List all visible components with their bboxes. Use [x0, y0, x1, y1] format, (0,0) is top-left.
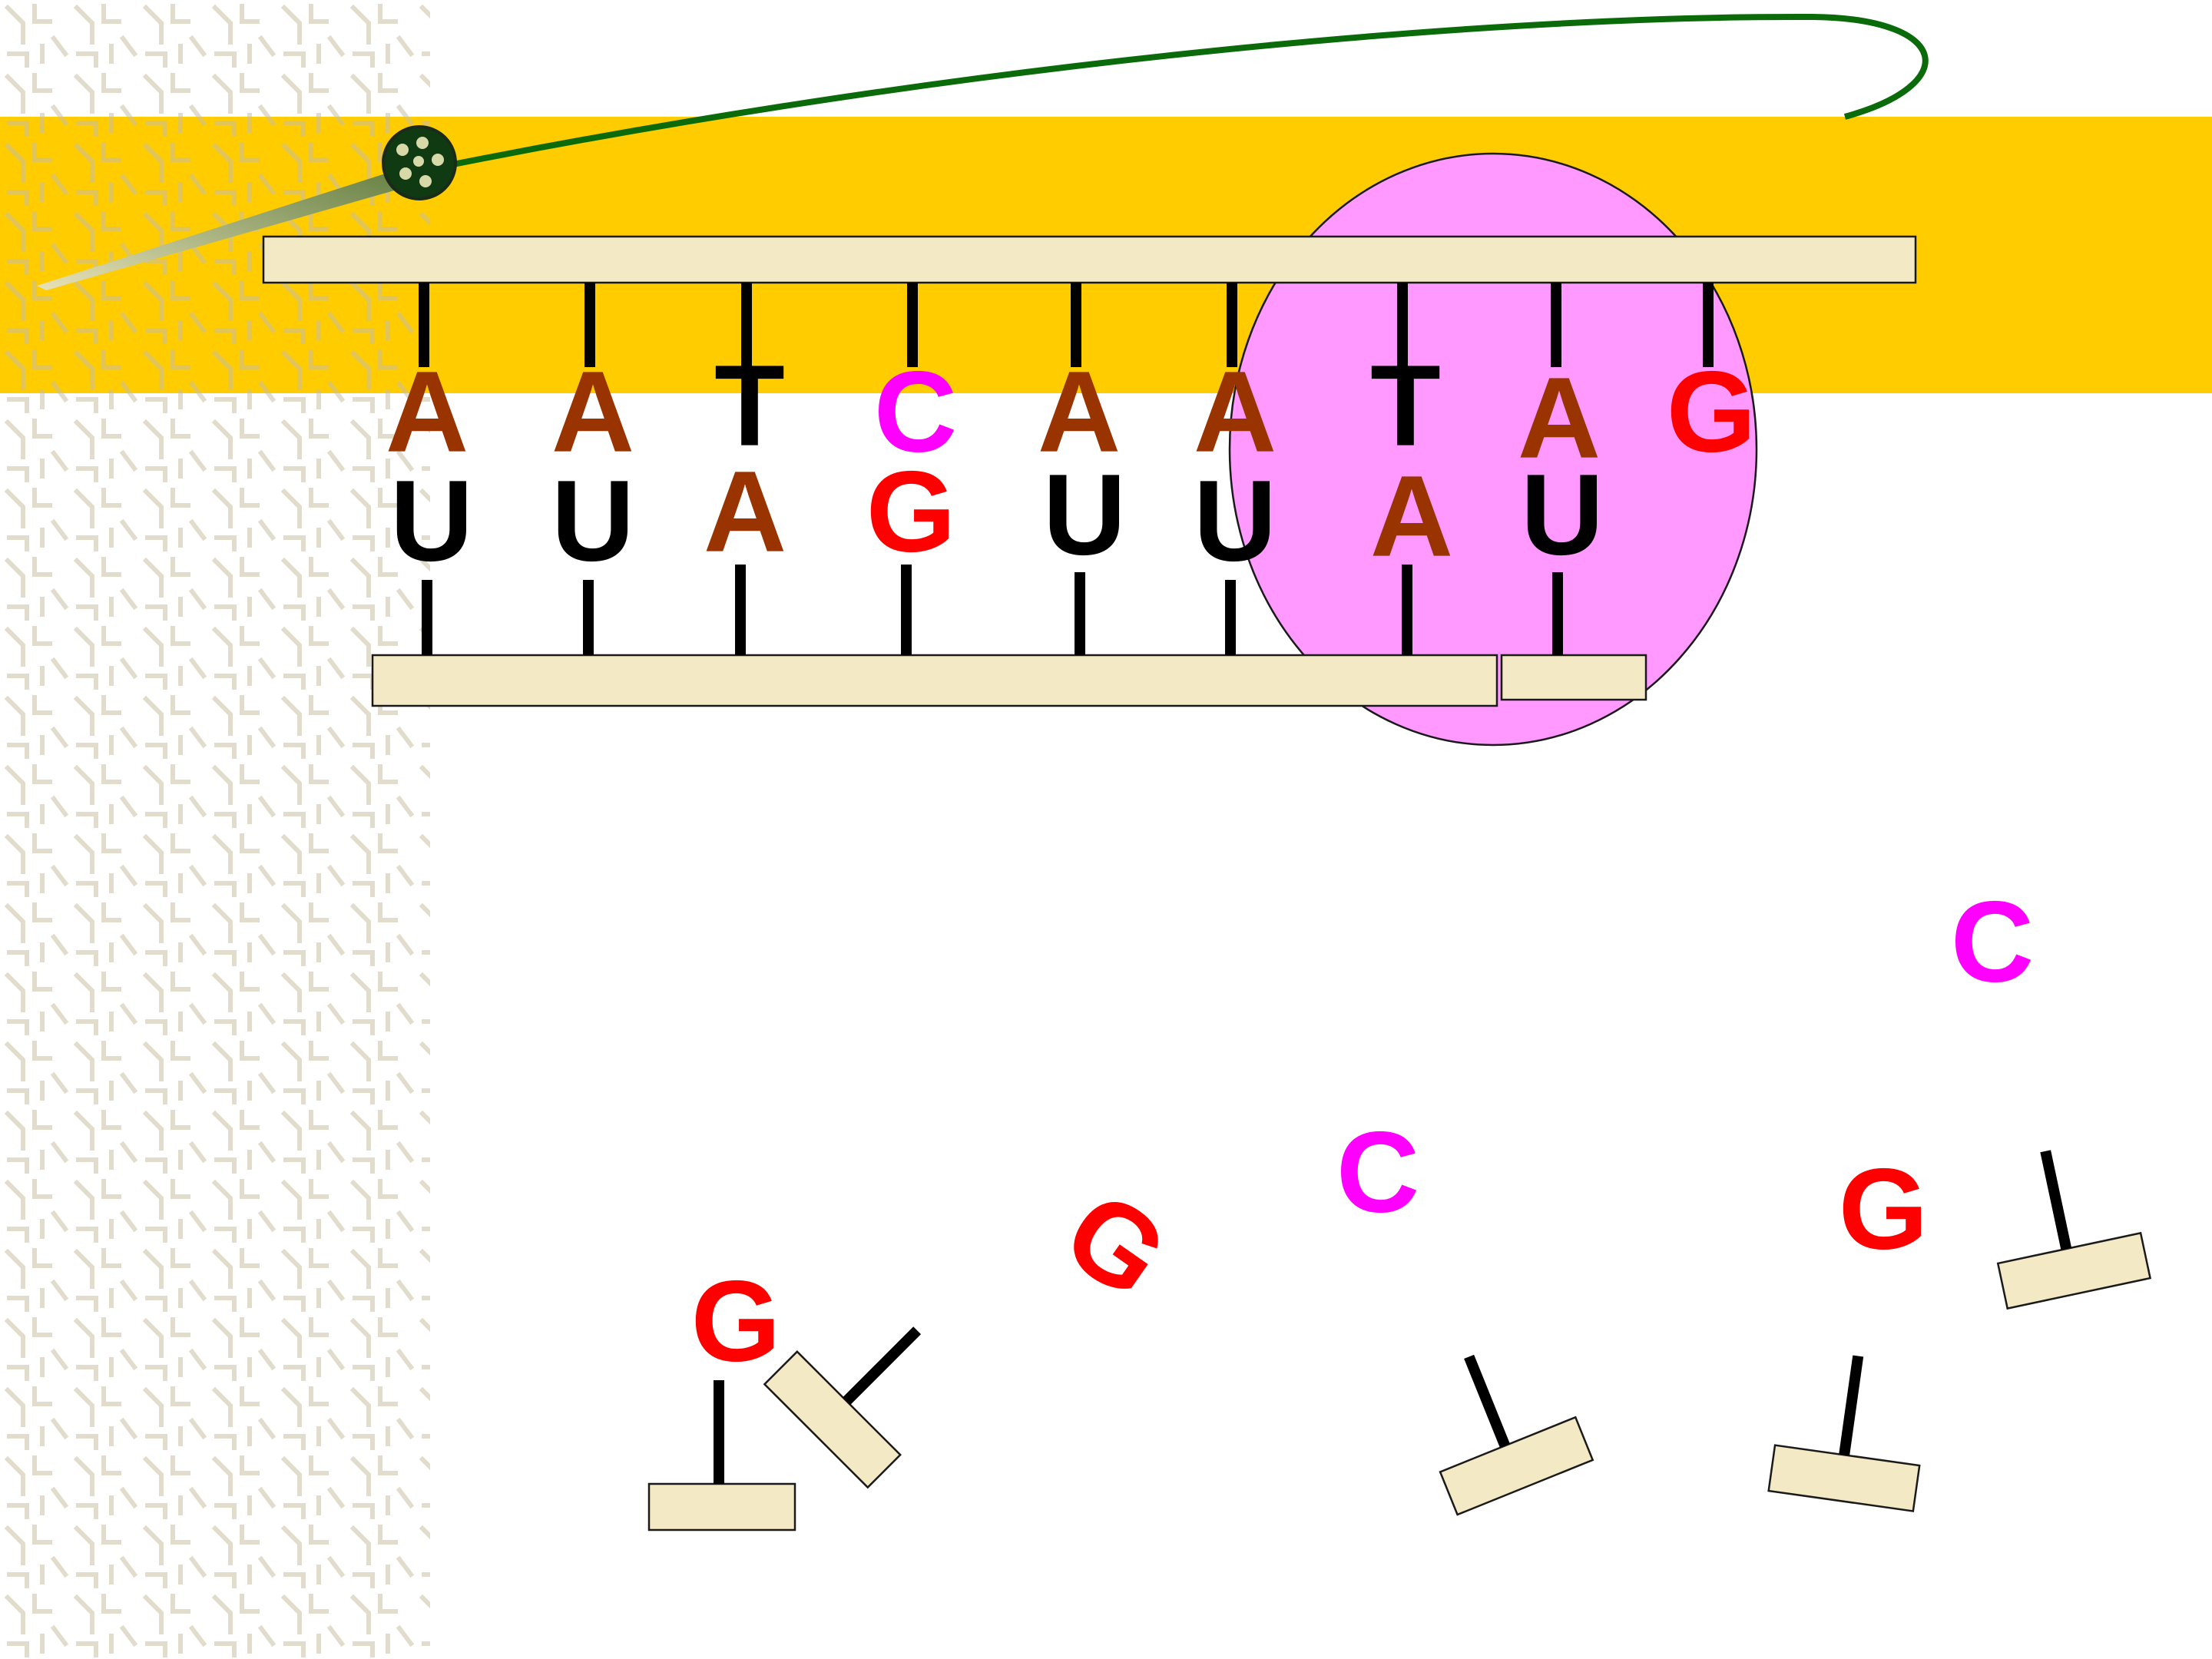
base-letter-t: T	[1370, 341, 1441, 470]
base-letter-u: U	[551, 456, 634, 585]
free-nucleotide-backbone	[647, 1482, 796, 1532]
free-nucleotide	[763, 1326, 922, 1489]
free-nucleotide-rung	[2040, 1150, 2072, 1250]
green-ribbon	[422, 13, 1929, 174]
base-letter-c: C	[1336, 1108, 1419, 1237]
base-letter-a: A	[1194, 347, 1277, 476]
free-nucleotide-rung	[1464, 1354, 1510, 1448]
base-letter-u: U	[390, 456, 473, 585]
base-letter-a: A	[1370, 452, 1453, 581]
free-nucleotide-rung	[843, 1326, 922, 1406]
base-letter-g: G	[1839, 1144, 1929, 1273]
base-letter-a: A	[1038, 347, 1121, 476]
base-letter-t: T	[714, 341, 785, 470]
rna-backbone-new-segment	[1500, 654, 1647, 701]
base-letter-a: A	[1518, 353, 1601, 482]
base-letter-u: U	[1043, 450, 1126, 579]
free-nucleotide	[1439, 1354, 1594, 1516]
base-letter-a: A	[386, 347, 469, 476]
free-nucleotide	[1767, 1355, 1921, 1512]
free-nucleotide	[1996, 1150, 2152, 1310]
base-letter-g: G	[1042, 1166, 1190, 1323]
free-nucleotide	[647, 1380, 796, 1532]
dna-backbone	[262, 235, 1917, 284]
base-letter-a: A	[551, 347, 634, 476]
free-nucleotide-backbone	[1996, 1231, 2152, 1310]
base-letter-a: A	[704, 447, 786, 576]
rna-backbone	[371, 654, 1498, 707]
base-letter-u: U	[1521, 450, 1604, 579]
base-letter-g: G	[1667, 347, 1757, 476]
free-nucleotides: G G C G C	[647, 877, 2152, 1532]
base-letter-c: C	[1951, 877, 2034, 1006]
rna-polymerase	[1228, 152, 1758, 747]
ribbon-tail	[37, 163, 426, 290]
ribbon-ball	[382, 125, 457, 200]
base-letter-g: G	[866, 447, 956, 576]
free-nucleotide-rung	[1839, 1355, 1864, 1456]
free-nucleotide-backbone	[1767, 1444, 1921, 1512]
free-nucleotide-backbone	[1439, 1416, 1594, 1516]
base-letter-c: C	[874, 347, 957, 476]
base-letter-u: U	[1194, 456, 1277, 585]
base-letter-g: G	[691, 1257, 781, 1386]
